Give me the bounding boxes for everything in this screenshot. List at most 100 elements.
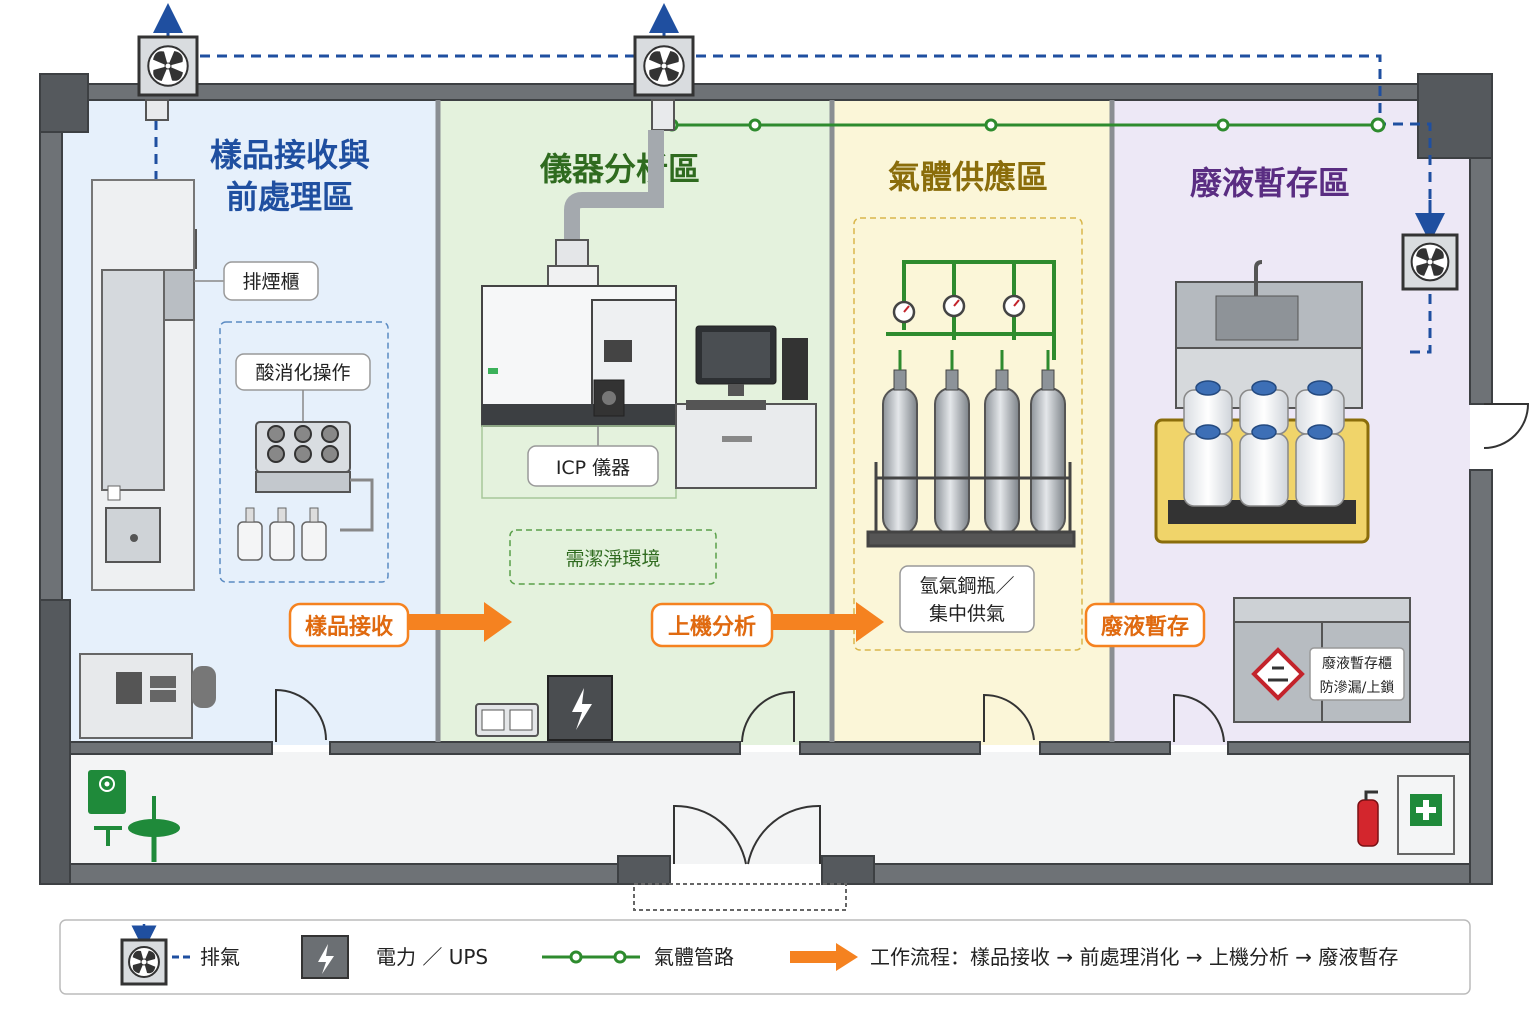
flow-step-3-box	[1084, 602, 1206, 648]
waste-container	[1295, 380, 1345, 435]
duct-collar	[651, 99, 675, 131]
gas-cylinder	[984, 350, 1020, 535]
reagent-bottle	[237, 507, 263, 561]
cross-icon	[1416, 800, 1436, 820]
door	[1173, 693, 1225, 743]
waste-cabinet-label-1: 廢液暫存櫃	[1322, 655, 1392, 672]
cylinder-rack	[866, 462, 1076, 548]
zone-waste-title: 廢液暫存區	[1190, 164, 1350, 202]
fume-hood-sash	[101, 269, 165, 491]
zone-gas-title: 氣體供應區	[888, 158, 1048, 196]
fan-blade	[649, 66, 664, 81]
pc-tower	[782, 338, 808, 400]
cylinder-body	[984, 387, 1020, 535]
hazard-symbol	[1268, 666, 1288, 682]
cylinder-valve	[893, 369, 907, 391]
wall-top	[39, 83, 1493, 101]
waste-container	[1295, 424, 1345, 507]
gas-zone-frame	[853, 217, 1083, 651]
digestion-well	[294, 425, 312, 443]
outlet-socket	[481, 709, 505, 731]
container-body	[1239, 433, 1289, 507]
outlet	[107, 485, 121, 501]
bottle-neck	[309, 507, 319, 523]
icp-base	[482, 404, 676, 426]
container-body	[1295, 433, 1345, 507]
fan-blade	[153, 66, 168, 81]
pressure-gauge-icon	[942, 294, 966, 318]
container-cap	[1251, 380, 1277, 396]
fan-blade	[168, 51, 183, 66]
cylinder-valve	[945, 369, 959, 391]
fan-blade	[664, 51, 679, 66]
cylinder-body	[934, 387, 970, 535]
fan-blade	[153, 51, 168, 66]
exhaust-fan-icon	[137, 35, 199, 97]
legend-gas-label: 氣體管路	[654, 945, 734, 969]
zone-sample-title-2: 前處理區	[226, 178, 354, 216]
wall-bottom	[39, 863, 619, 885]
gas-pipeline	[665, 117, 1386, 133]
door	[983, 693, 1035, 742]
legend-flow-arrow	[790, 943, 858, 971]
legend-workflow-label: 工作流程：樣品接收 → 前處理消化 → 上機分析 → 廢液暫存	[870, 945, 1398, 969]
gauge-needle	[903, 305, 910, 313]
wall-bottom-right	[845, 863, 1493, 885]
zone-instrument-title: 儀器分析區	[539, 150, 700, 188]
power-outlets	[475, 703, 539, 737]
computer-desk	[675, 403, 817, 489]
fan-hub	[660, 62, 668, 70]
reagent-bottle	[269, 507, 295, 561]
flow-step-3: 廢液暫存	[1101, 614, 1189, 640]
container-body	[1183, 433, 1233, 507]
gas-manifold-pipe	[902, 260, 1056, 360]
fan-blade	[132, 950, 144, 962]
fan-blade	[1416, 262, 1430, 276]
container-cap	[1307, 424, 1333, 440]
door	[275, 688, 327, 742]
reagent-bottle	[301, 507, 327, 561]
sink-drain	[130, 534, 138, 542]
bottle-body	[269, 521, 295, 561]
hazard-diamond-icon	[1251, 647, 1305, 701]
cylinder-label: 氫氣鋼瓶／ 集中供氣	[899, 565, 1035, 633]
fume-hood-panel	[163, 269, 195, 321]
fan-blade	[144, 962, 156, 974]
digestion-block-base	[255, 471, 351, 493]
wall-corridor	[329, 741, 741, 755]
acid-digestion-frame	[219, 321, 389, 583]
eyewash-station	[88, 770, 180, 862]
bottle-body	[237, 521, 263, 561]
bottle-body	[301, 521, 327, 561]
fan-blade	[664, 66, 679, 81]
fan-blade	[144, 950, 156, 962]
fume-hood-label-text: 排煙櫃	[242, 271, 299, 293]
fan-blade	[132, 962, 144, 974]
icp-window	[604, 340, 632, 362]
door-main	[673, 804, 747, 865]
wall-right-lower	[1469, 469, 1493, 885]
container-cap	[1195, 380, 1221, 396]
digestion-well	[267, 425, 285, 443]
cylinder-label-2: 集中供氣	[929, 603, 1005, 625]
extinguisher-hose	[1364, 790, 1378, 800]
fan-hub	[140, 958, 148, 966]
clean-env-label: 需潔淨環境	[565, 548, 660, 570]
bottle-neck	[245, 507, 255, 523]
gauge-needle	[953, 299, 960, 307]
exhaust-duct	[1406, 294, 1432, 354]
gas-pipe-node	[1216, 118, 1230, 132]
gas-pipe-node	[748, 118, 762, 132]
gas-pipe-node	[984, 118, 998, 132]
waste-cabinet-label-2: 防滲漏/上鎖	[1320, 680, 1395, 696]
sink-basin-waste	[1215, 295, 1299, 341]
acid-digestion-label: 酸消化操作	[255, 362, 350, 384]
monitor-screen	[702, 332, 770, 378]
workstation	[79, 653, 216, 739]
entrance-mat	[633, 883, 847, 911]
extinguisher-body	[1357, 799, 1379, 847]
door-side	[1483, 403, 1530, 449]
fan-blade	[1430, 262, 1444, 276]
wall-corridor	[1039, 741, 1171, 755]
cylinder-body	[882, 387, 918, 535]
